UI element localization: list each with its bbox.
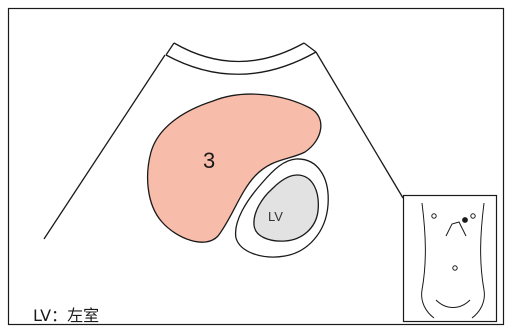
- lv-label: LV: [268, 209, 283, 224]
- region-3-shape: [146, 93, 322, 243]
- lv-cavity: [253, 174, 319, 242]
- sector-right-edge: [315, 51, 404, 199]
- probe-arc-outer: [173, 42, 305, 63]
- legend-text: LV：左室: [33, 306, 100, 325]
- frame-border: [7, 7, 505, 326]
- probe-side-right: [303, 42, 317, 53]
- probe-markers: [431, 213, 476, 271]
- probe-arc-inner: [165, 51, 317, 75]
- torso-outline: [421, 202, 485, 319]
- probe-side-left: [165, 42, 175, 56]
- sector-left-edge: [43, 54, 166, 240]
- region-3-label: 3: [203, 148, 216, 173]
